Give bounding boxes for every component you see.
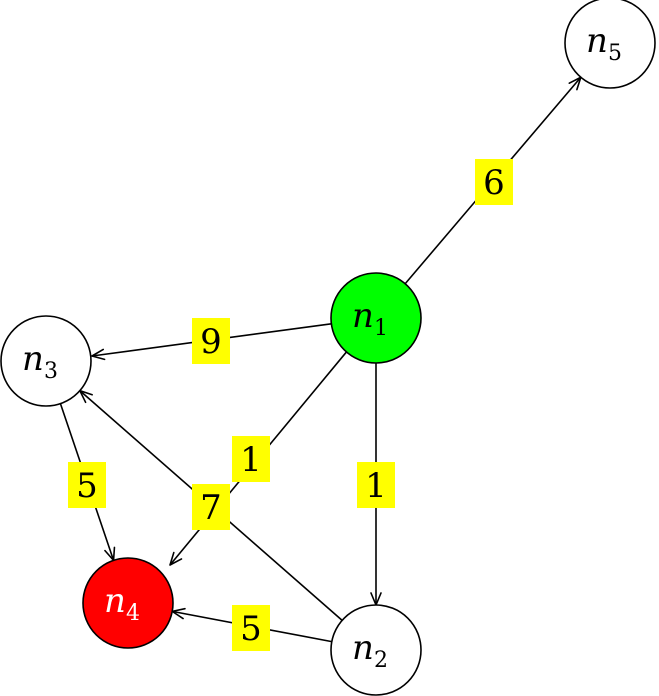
node-label: n3 — [22, 339, 58, 384]
edge-weight-text: 6 — [483, 163, 505, 203]
node-label: n5 — [586, 21, 622, 66]
node-circle — [82, 557, 174, 649]
edge-weight-box — [232, 605, 270, 651]
node-circle — [0, 315, 92, 407]
node-label-base: n — [104, 581, 126, 621]
node-label: n4 — [104, 581, 140, 626]
node-label-base: n — [22, 339, 44, 379]
node-label-subscript: 4 — [126, 601, 140, 626]
node-circle — [564, 0, 656, 89]
edge-weight-text: 5 — [240, 609, 262, 649]
node-label-subscript: 5 — [608, 41, 622, 66]
edge-weight-box — [232, 436, 270, 482]
node-circle — [330, 272, 422, 364]
edge-weight-text: 1 — [365, 466, 387, 506]
edge-weight-box — [192, 484, 230, 530]
node-label: n1 — [352, 296, 388, 341]
node-label: n2 — [352, 628, 388, 673]
edge-weight-label-n1-n3: 9 — [192, 318, 230, 364]
edge-weight-box — [192, 318, 230, 364]
node-label-subscript: 3 — [44, 359, 58, 384]
edge-weight-label-n1-n5: 6 — [475, 159, 513, 205]
edge-weight-label-n2-n3: 7 — [192, 484, 230, 530]
node-label-subscript: 2 — [374, 648, 388, 673]
edge-weight-label-n2-n4: 5 — [232, 605, 270, 651]
node-n2: n2 — [330, 604, 422, 696]
edge-weight-text: 5 — [76, 466, 98, 506]
node-label-base: n — [586, 21, 608, 61]
node-n4: n4 — [82, 557, 174, 649]
edge-weight-box — [475, 159, 513, 205]
node-label-subscript: 1 — [374, 316, 388, 341]
edge-weight-label-n1-n2: 1 — [357, 462, 395, 508]
edge-weight-label-n3-n4: 5 — [68, 462, 106, 508]
node-n5: n5 — [564, 0, 656, 89]
node-label-base: n — [352, 628, 374, 668]
edge-weight-box — [68, 462, 106, 508]
node-circle — [330, 604, 422, 696]
edge-weight-text: 9 — [200, 322, 222, 362]
node-n3: n3 — [0, 315, 92, 407]
node-n1: n1 — [330, 272, 422, 364]
node-label-base: n — [352, 296, 374, 336]
edge-labels-layer: 6 9 1 1 5 7 5 — [68, 159, 513, 651]
edge-weight-box — [357, 462, 395, 508]
edge-weight-label-n1-n4: 1 — [232, 436, 270, 482]
edge-weight-text: 7 — [200, 488, 222, 528]
edge-weight-text: 1 — [240, 440, 262, 480]
